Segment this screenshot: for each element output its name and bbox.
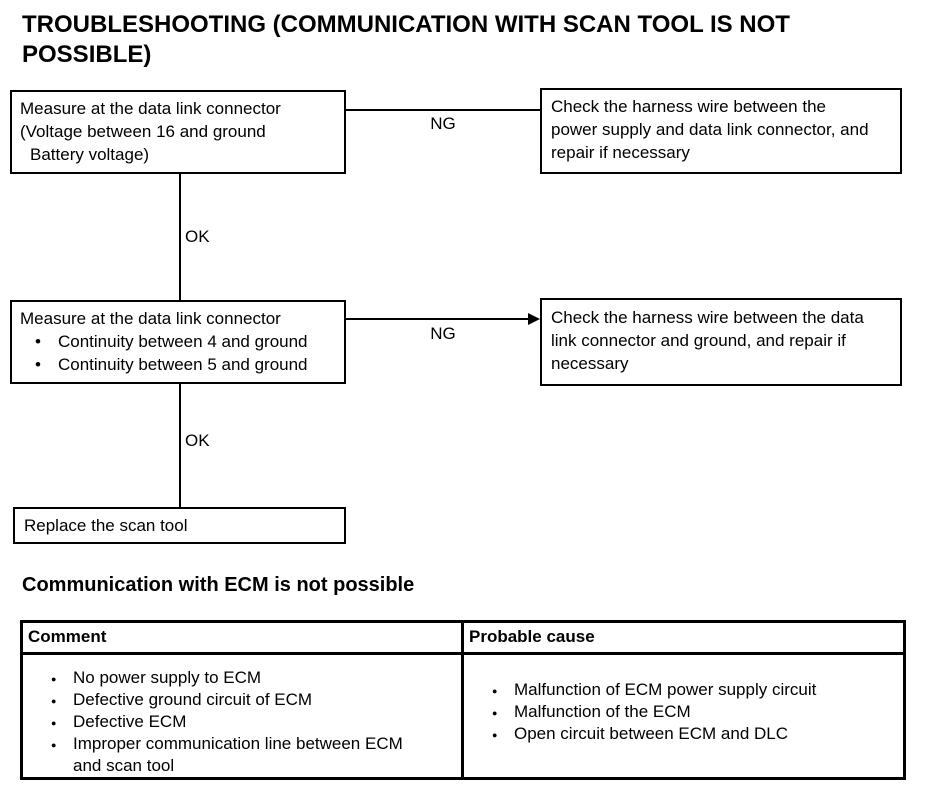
comment-item: No power supply to ECM — [49, 667, 419, 690]
cause-table-body-row: No power supply to ECM Defective ground … — [23, 655, 903, 777]
connector-line-step1-ng — [346, 109, 540, 111]
probable-cause-item: Open circuit between ECM and DLC — [490, 723, 820, 746]
cause-table: Comment Probable cause No power supply t… — [20, 620, 906, 780]
comment-item: Improper communication line between ECM … — [49, 733, 419, 777]
probable-cause-cell: Malfunction of ECM power supply circuit … — [461, 655, 903, 777]
connector-line-step2-ok — [179, 384, 181, 507]
cause-table-header-row: Comment Probable cause — [23, 623, 903, 655]
connector-line-step2-ng — [346, 318, 530, 320]
action-box-1: Check the harness wire between the power… — [540, 88, 902, 174]
page-title: TROUBLESHOOTING (COMMUNICATION WITH SCAN… — [22, 11, 790, 68]
flow-step-2-line1: Measure at the data link connector — [20, 309, 281, 328]
flow-step-2-box: Measure at the data link connector Conti… — [10, 300, 346, 384]
probable-cause-item: Malfunction of the ECM — [490, 701, 820, 724]
section-heading: Communication with ECM is not possible — [22, 574, 415, 596]
action-box-2: Check the harness wire between the data … — [540, 298, 902, 386]
probable-cause-column-header: Probable cause — [461, 623, 903, 652]
flow-step-1-line3: Battery voltage) — [30, 145, 150, 164]
ng-label-1: NG — [430, 114, 456, 133]
flow-step-2-checklist: Continuity between 4 and ground Continui… — [20, 330, 336, 376]
flow-step-2-bullet1: Continuity between 4 and ground — [20, 330, 336, 353]
comment-item: Defective ECM — [49, 711, 419, 734]
flow-step-1-line2: (Voltage between 16 and ground — [20, 122, 266, 141]
comment-item: Defective ground circuit of ECM — [49, 689, 419, 712]
flow-step-1-box: Measure at the data link connector (Volt… — [10, 90, 346, 174]
ok-label-2: OK — [185, 431, 210, 450]
comment-list: No power supply to ECM Defective ground … — [49, 667, 419, 777]
ok-label-1: OK — [185, 227, 210, 246]
probable-cause-item: Malfunction of ECM power supply circuit — [490, 679, 820, 702]
comment-cell: No power supply to ECM Defective ground … — [23, 655, 461, 777]
arrow-right-icon — [528, 313, 540, 325]
probable-cause-list: Malfunction of ECM power supply circuit … — [490, 679, 820, 746]
connector-line-step1-ok — [179, 174, 181, 300]
comment-column-header: Comment — [28, 627, 107, 646]
ng-label-2: NG — [430, 324, 456, 343]
flow-step-2-bullet2: Continuity between 5 and ground — [20, 353, 336, 376]
flow-step-1-line1: Measure at the data link connector — [20, 99, 281, 118]
final-step-box: Replace the scan tool — [13, 507, 346, 544]
